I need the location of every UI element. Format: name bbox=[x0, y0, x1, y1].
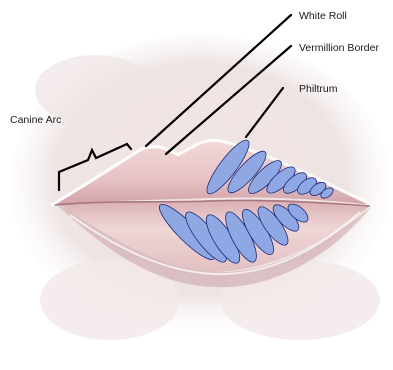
label-canine-arc: Canine Arc bbox=[10, 114, 61, 126]
label-white-roll: White Roll bbox=[299, 10, 347, 22]
label-philtrum: Philtrum bbox=[299, 83, 338, 95]
label-vermillion-border: Vermillion Border bbox=[299, 42, 379, 54]
